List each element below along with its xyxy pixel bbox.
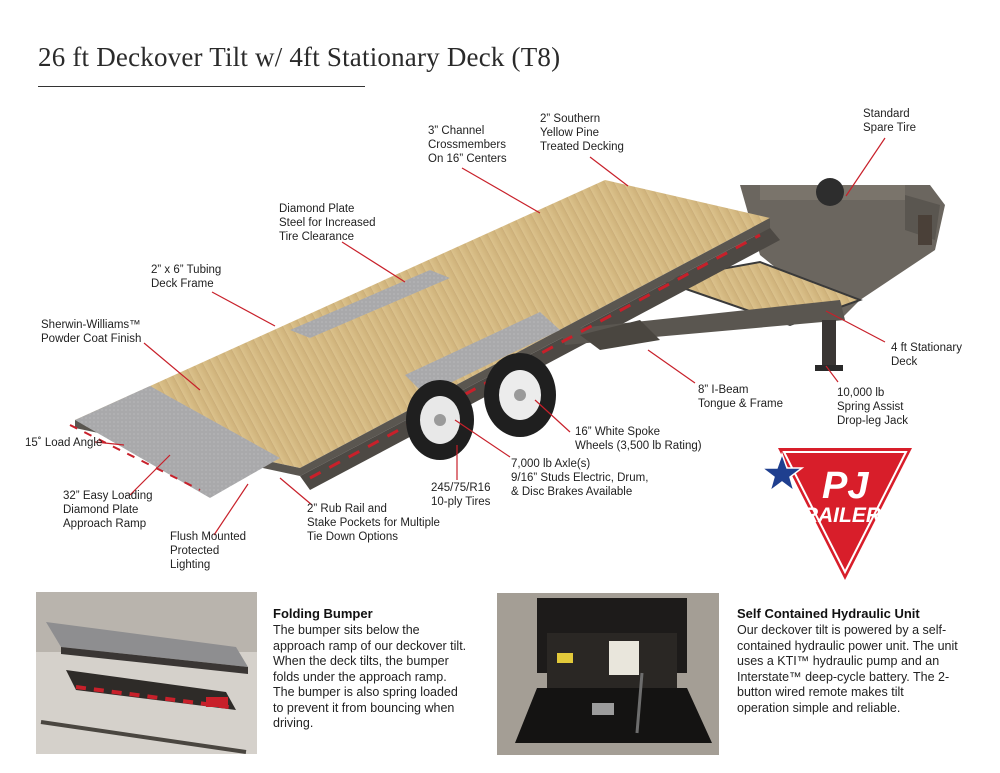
callout-spare-tire: Standard Spare Tire	[863, 108, 917, 134]
title-rule	[38, 86, 365, 87]
callout-white-spoke: 16” White Spoke Wheels (3,500 lb Rating)	[575, 426, 702, 452]
callout-stationary-deck: 4 ft Stationary Deck	[891, 342, 962, 368]
callout-approach-ramp: 32” Easy Loading Diamond Plate Approach …	[63, 490, 153, 530]
hydraulic-unit-photo	[497, 593, 719, 755]
callout-rub-rail: 2” Rub Rail and Stake Pockets for Multip…	[307, 503, 440, 543]
callout-tires: 245/75/R16 10-ply Tires	[431, 482, 491, 508]
folding-bumper-photo	[36, 592, 257, 754]
callout-tubing-frame: 2” x 6” Tubing Deck Frame	[151, 264, 222, 290]
logo-brand-top: PJ	[822, 465, 869, 507]
wheels	[406, 353, 556, 460]
feature-title-bumper: Folding Bumper	[273, 606, 373, 621]
callout-jack: 10,000 lb Spring Assist Drop-leg Jack	[837, 387, 908, 427]
jack	[822, 320, 836, 368]
feature-body-hydraulic: Our deckover tilt is powered by a self-c…	[737, 623, 958, 715]
callout-ibeam: 8” I-Beam Tongue & Frame	[698, 384, 784, 410]
feature-title-hydraulic: Self Contained Hydraulic Unit	[737, 606, 920, 621]
feature-body-bumper: The bumper sits below the approach ramp …	[273, 623, 467, 730]
pj-trailers-logo: PJ TRAILERS	[760, 448, 912, 580]
callout-diamond-plate: Diamond Plate Steel for Increased Tire C…	[279, 203, 376, 243]
gooseneck	[740, 178, 945, 320]
callout-axles: 7,000 lb Axle(s) 9/16” Studs Electric, D…	[511, 458, 649, 498]
trailer-diagram	[69, 137, 945, 536]
callout-southern-pine: 2” Southern Yellow Pine Treated Decking	[540, 113, 624, 153]
leader-lines	[94, 137, 886, 536]
callout-lighting: Flush Mounted Protected Lighting	[170, 531, 247, 571]
callout-channel-crossmembers: 3” Channel Crossmembers On 16” Centers	[428, 125, 507, 165]
callout-powder-coat: Sherwin-Williams™ Powder Coat Finish	[41, 319, 142, 345]
logo-brand-bottom: TRAILERS	[790, 504, 895, 527]
page-title: 26 ft Deckover Tilt w/ 4ft Stationary De…	[38, 42, 561, 72]
callout-load-angle: 15˚ Load Angle	[25, 437, 103, 449]
